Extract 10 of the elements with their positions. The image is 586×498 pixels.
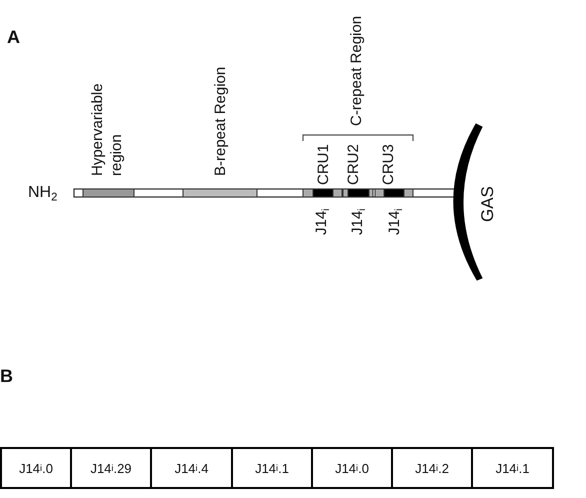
region-label: C-repeat Region (348, 16, 365, 126)
panel-label: A (7, 27, 20, 47)
panel-label: B (0, 366, 13, 386)
repeat-unit-label: CRU3 (380, 144, 397, 185)
terminus-label: NH$_{2}$ (28, 184, 58, 202)
organism-label: GAS (478, 186, 497, 222)
region-label: B-repeat Region (212, 66, 229, 176)
repeat-unit-label: CRU1 (315, 144, 332, 185)
repeat-unit-label: CRU2 (345, 144, 362, 185)
region-label: Hypervariable region (88, 82, 126, 176)
